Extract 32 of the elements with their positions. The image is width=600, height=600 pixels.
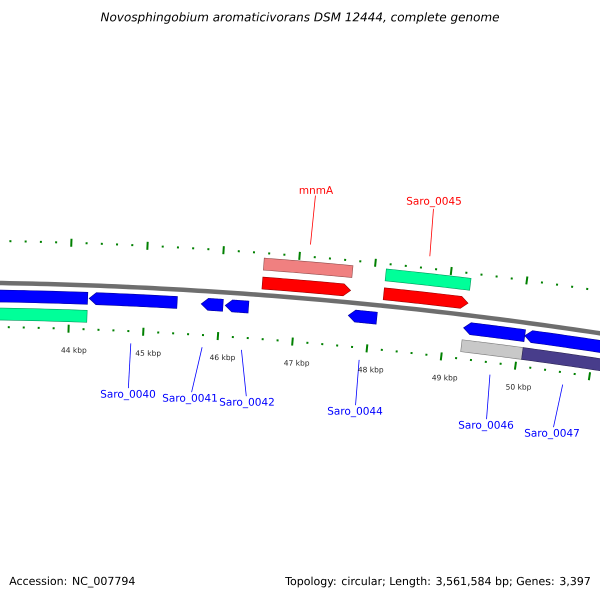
- gene-feature: [0, 307, 88, 323]
- gene-label: Saro_0046: [458, 420, 514, 432]
- gene-feature: [460, 339, 524, 360]
- gene-feature: [88, 292, 178, 309]
- gene-label: Saro_0044: [328, 406, 382, 418]
- gene-label: Saro_0047: [524, 428, 579, 440]
- gene-feature: [348, 310, 378, 324]
- gene-label: Saro_0041: [162, 394, 217, 404]
- leader-line: [241, 349, 247, 397]
- leader-line: [191, 346, 202, 393]
- leader-line: [486, 374, 490, 420]
- leader-line: [553, 384, 564, 428]
- gene-label: mnmA: [300, 186, 334, 194]
- gene-feature: [200, 298, 224, 312]
- gene-label: Saro_0045: [406, 196, 461, 208]
- gene-feature: [463, 322, 526, 342]
- leader-line: [128, 342, 132, 389]
- leader-line: [310, 195, 316, 245]
- gene-feature: [384, 268, 472, 291]
- leader-line: [355, 359, 360, 406]
- gene-label: Saro_0040: [100, 390, 156, 400]
- gene-feature: [0, 289, 88, 305]
- gene-feature: [262, 276, 352, 296]
- gene-feature: [521, 347, 600, 374]
- leader-line: [429, 208, 434, 257]
- title: Novosphingobium aromaticivorans DSM 12444, complete genome: [100, 12, 499, 24]
- accession-text: Accession: NC_007794: [9, 576, 135, 588]
- genome-info-text: Topology: circular; Length: 3,561,584 bp; Genes: 3,397: [285, 576, 590, 588]
- gene-feature: [224, 300, 250, 314]
- gene-feature: [263, 258, 354, 278]
- gene-feature: [524, 330, 600, 356]
- gene-label: Saro_0042: [220, 398, 274, 408]
